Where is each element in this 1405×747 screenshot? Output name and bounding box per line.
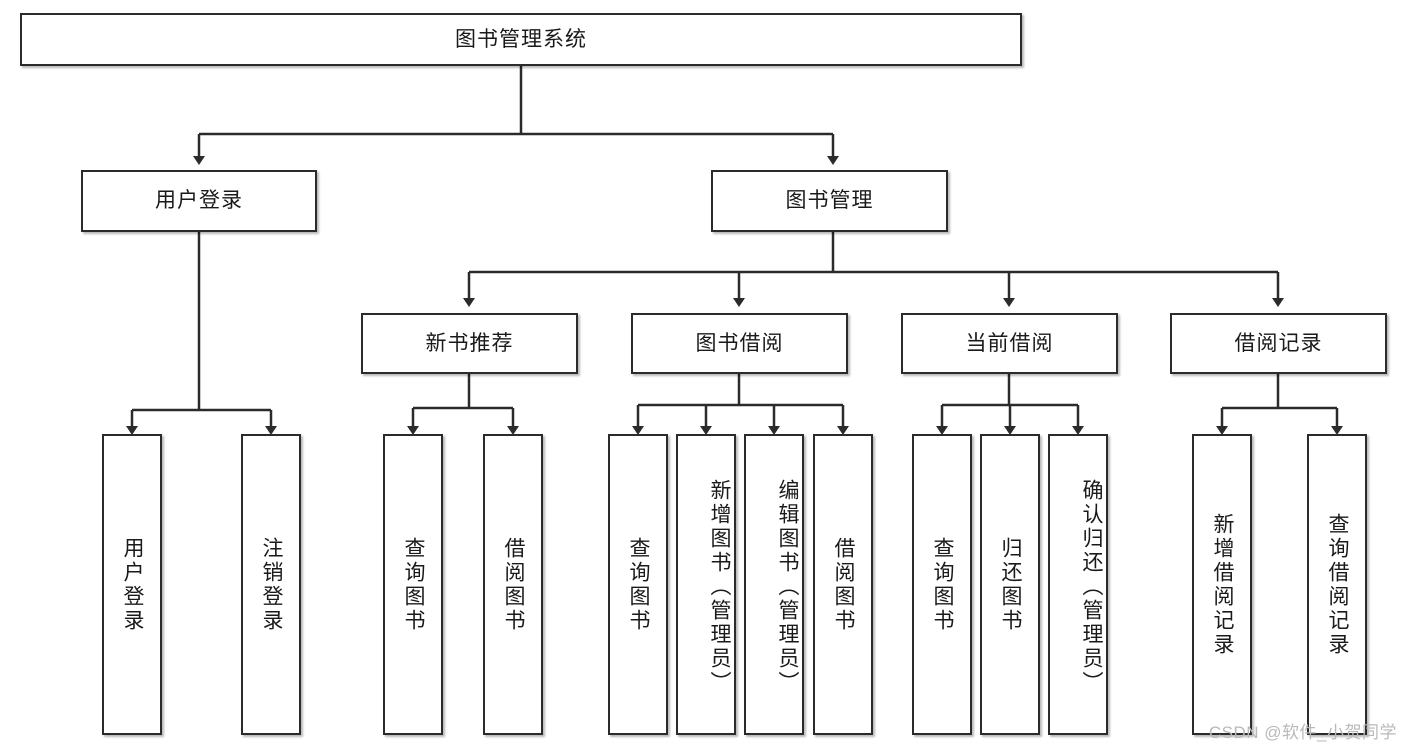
leaf-borrow-book-label: 借阅图书 — [832, 536, 855, 633]
leaf-return-book-label: 归还图书 — [999, 536, 1022, 633]
leaf-search-book-recommend-label: 查询图书 — [402, 536, 425, 633]
leaf-logout-label: 注销登录 — [260, 536, 283, 633]
leaf-edit-book-admin[interactable]: 编辑图书（管理员） — [744, 434, 804, 735]
leaf-search-book-borrow-label: 查询图书 — [627, 536, 650, 633]
leaf-search-book-recommend[interactable]: 查询图书 — [383, 434, 443, 735]
node-user-login[interactable]: 用户登录 — [81, 170, 317, 232]
node-root-label: 图书管理系统 — [455, 27, 587, 51]
leaf-search-book-borrow[interactable]: 查询图书 — [608, 434, 668, 735]
leaf-user-login-label: 用户登录 — [121, 536, 144, 633]
leaf-confirm-return-admin-label: 确认归还（管理员） — [1080, 478, 1103, 695]
leaf-confirm-return-admin[interactable]: 确认归还（管理员） — [1048, 434, 1108, 735]
leaf-add-book-admin[interactable]: 新增图书（管理员） — [676, 434, 736, 735]
leaf-edit-book-admin-label: 编辑图书（管理员） — [776, 478, 799, 695]
watermark: CSDN @软件_小贺同学 — [1208, 723, 1397, 742]
node-borrow-records[interactable]: 借阅记录 — [1170, 313, 1387, 374]
leaf-user-login[interactable]: 用户登录 — [102, 434, 162, 735]
node-book-borrow-label: 图书借阅 — [695, 331, 784, 355]
leaf-search-borrow-record[interactable]: 查询借阅记录 — [1307, 434, 1367, 735]
node-new-book-recommend-label: 新书推荐 — [425, 331, 514, 355]
leaf-add-book-admin-label: 新增图书（管理员） — [708, 478, 731, 695]
node-root[interactable]: 图书管理系统 — [20, 13, 1022, 66]
node-current-borrow-label: 当前借阅 — [965, 331, 1054, 355]
node-new-book-recommend[interactable]: 新书推荐 — [361, 313, 578, 374]
leaf-return-book[interactable]: 归还图书 — [980, 434, 1040, 735]
node-book-management-label: 图书管理 — [785, 189, 874, 213]
leaf-add-borrow-record-label: 新增借阅记录 — [1211, 512, 1234, 657]
leaf-borrow-book-recommend-label: 借阅图书 — [502, 536, 525, 633]
node-book-management[interactable]: 图书管理 — [711, 170, 948, 232]
leaf-search-book-current[interactable]: 查询图书 — [912, 434, 972, 735]
node-borrow-records-label: 借阅记录 — [1234, 331, 1323, 355]
leaf-logout[interactable]: 注销登录 — [241, 434, 301, 735]
leaf-borrow-book-recommend[interactable]: 借阅图书 — [483, 434, 543, 735]
node-current-borrow[interactable]: 当前借阅 — [901, 313, 1118, 374]
leaf-add-borrow-record[interactable]: 新增借阅记录 — [1192, 434, 1252, 735]
leaf-borrow-book[interactable]: 借阅图书 — [813, 434, 873, 735]
leaf-search-book-current-label: 查询图书 — [931, 536, 954, 633]
node-user-login-label: 用户登录 — [155, 189, 243, 213]
node-book-borrow[interactable]: 图书借阅 — [631, 313, 848, 374]
leaf-search-borrow-record-label: 查询借阅记录 — [1326, 512, 1349, 657]
